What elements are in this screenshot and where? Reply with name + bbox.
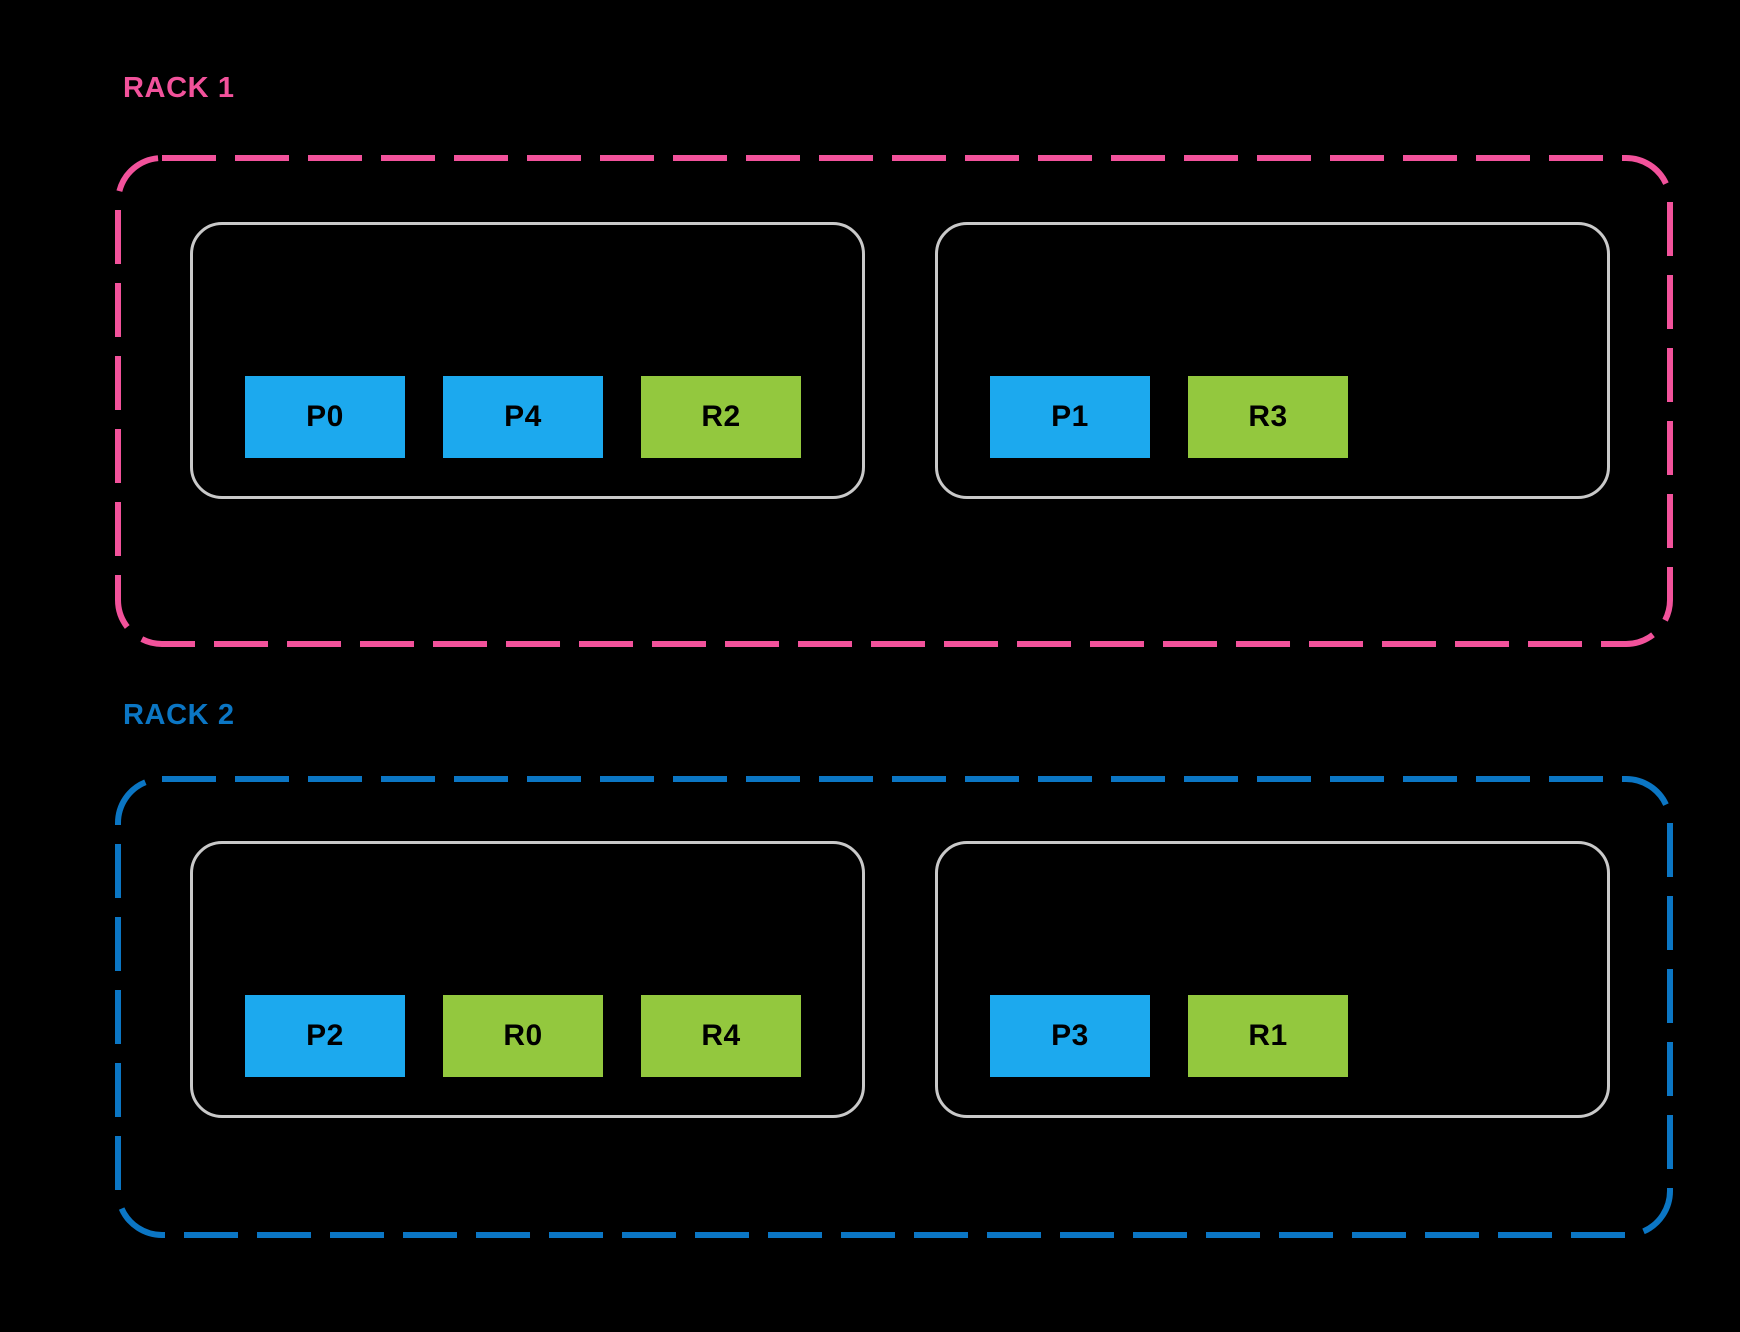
host-items: P1 R3: [938, 376, 1607, 458]
partition-chip-p2[interactable]: P2: [245, 995, 405, 1077]
host-box-1-1[interactable]: P0 P4 R2: [190, 222, 865, 499]
partition-chip-p4[interactable]: P4: [443, 376, 603, 458]
host-items: P3 R1: [938, 995, 1607, 1077]
host-box-2-1[interactable]: P2 R0 R4: [190, 841, 865, 1118]
partition-chip-p1[interactable]: P1: [990, 376, 1150, 458]
host-box-1-2[interactable]: P1 R3: [935, 222, 1610, 499]
replica-chip-r3[interactable]: R3: [1188, 376, 1348, 458]
replica-chip-r4[interactable]: R4: [641, 995, 801, 1077]
rack-label-2: RACK 2: [123, 699, 235, 731]
replica-chip-r0[interactable]: R0: [443, 995, 603, 1077]
replica-chip-r1[interactable]: R1: [1188, 995, 1348, 1077]
rack-outline-2: [115, 776, 1673, 1238]
host-items: P0 P4 R2: [193, 376, 862, 458]
partition-chip-p3[interactable]: P3: [990, 995, 1150, 1077]
rack-label-1: RACK 1: [123, 72, 235, 104]
rack-outline-1: [115, 155, 1673, 647]
host-items: P2 R0 R4: [193, 995, 862, 1077]
replica-chip-r2[interactable]: R2: [641, 376, 801, 458]
partition-chip-p0[interactable]: P0: [245, 376, 405, 458]
host-box-2-2[interactable]: P3 R1: [935, 841, 1610, 1118]
